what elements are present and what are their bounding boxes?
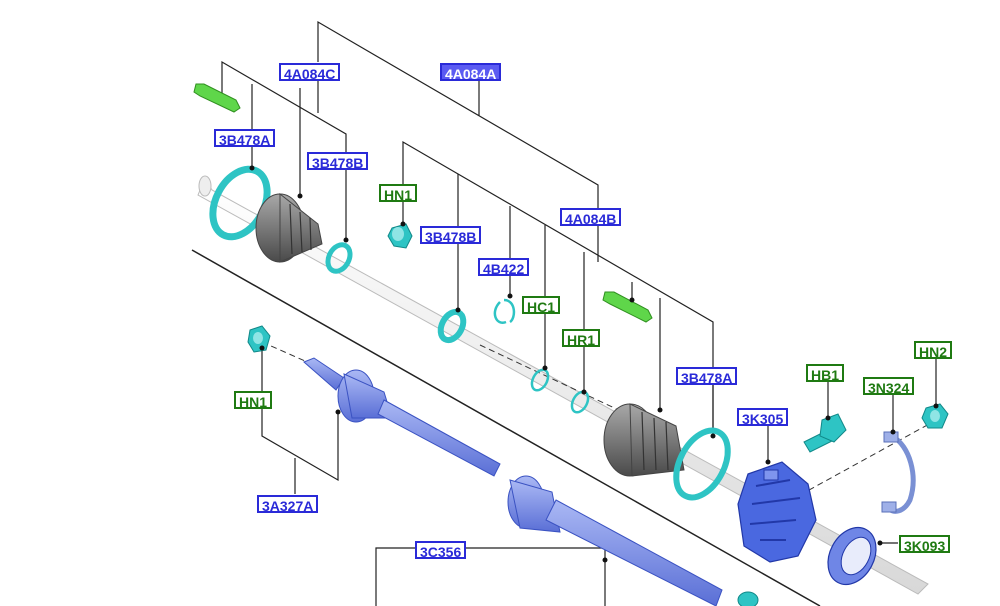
exploded-axis: [799, 417, 941, 496]
part-label-4b422[interactable]: 4B422: [478, 258, 530, 277]
part-label-hc1[interactable]: HC1: [522, 296, 561, 315]
knuckle-housing-icon[interactable]: [737, 461, 817, 563]
grease-tube-icon[interactable]: [602, 291, 653, 323]
part-label-hb1[interactable]: HB1: [806, 364, 845, 383]
part-label-3b478a[interactable]: 3B478A: [676, 367, 738, 386]
part-label-3b478a[interactable]: 3B478A: [214, 129, 276, 148]
part-label-3b478b[interactable]: 3B478B: [420, 226, 482, 245]
nut-icon[interactable]: [921, 403, 949, 429]
part-label-hn2[interactable]: HN2: [914, 341, 953, 360]
seal-ring-icon[interactable]: [436, 308, 468, 344]
seal-ring-icon[interactable]: [818, 519, 885, 593]
lower-drive-shaft[interactable]: [303, 357, 723, 606]
part-label-3a327a[interactable]: 3A327A: [257, 495, 319, 514]
part-label-4a084a[interactable]: 4A084A: [440, 63, 502, 82]
part-label-3c356[interactable]: 3C356: [415, 541, 467, 560]
nut-icon[interactable]: [247, 325, 271, 353]
nut-icon[interactable]: [387, 223, 413, 249]
seal-ring-icon[interactable]: [666, 422, 739, 506]
part-label-4a084c[interactable]: 4A084C: [279, 63, 341, 82]
part-label-hn1[interactable]: HN1: [379, 184, 418, 203]
bracket-icon[interactable]: [881, 431, 916, 514]
clip-icon[interactable]: [493, 298, 516, 324]
part-label-3k093[interactable]: 3K093: [899, 535, 951, 554]
separator-line: [191, 249, 821, 606]
seal-ring-icon[interactable]: [324, 241, 355, 275]
part-label-4a084b[interactable]: 4A084B: [560, 208, 622, 227]
part-label-hn1[interactable]: HN1: [234, 391, 273, 410]
bolt-icon[interactable]: [803, 413, 847, 453]
boot-icon[interactable]: [255, 192, 323, 263]
leader-lines: [221, 20, 937, 606]
nut-icon[interactable]: [737, 591, 759, 606]
grease-tube-icon[interactable]: [193, 83, 241, 113]
leader-dots: [249, 165, 939, 563]
part-label-hr1[interactable]: HR1: [562, 329, 601, 348]
part-label-3b478b[interactable]: 3B478B: [307, 152, 369, 171]
part-label-3k305[interactable]: 3K305: [737, 408, 789, 427]
boot-icon[interactable]: [603, 403, 685, 477]
part-label-3n324[interactable]: 3N324: [863, 377, 915, 396]
